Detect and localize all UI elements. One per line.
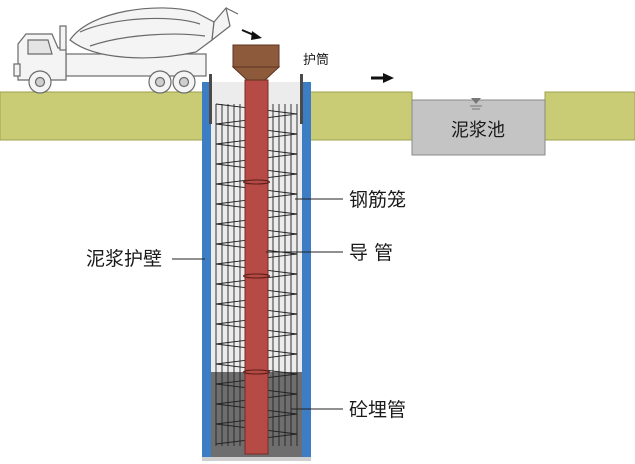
casing-right [300, 74, 303, 124]
casing-left [209, 74, 212, 124]
ground-layer [0, 91, 635, 141]
ground-middle [305, 91, 413, 141]
hopper [231, 44, 281, 81]
casing-label: 护筒 [303, 52, 329, 68]
hopper-funnel [231, 66, 281, 81]
slurry-pit-label: 泥浆池 [451, 120, 505, 141]
rebar-cage-label: 钢筋笼 [349, 189, 406, 211]
hole-bottom [202, 457, 311, 461]
leader-lines [172, 198, 343, 410]
pour-arrow-icon [241, 29, 262, 40]
concrete-mixer-truck-icon [13, 6, 239, 94]
tremie-label: 导 管 [349, 242, 393, 264]
rebar-cage [215, 103, 298, 446]
ground-right [544, 91, 635, 141]
concrete-pipe-label: 砼埋管 [349, 399, 406, 421]
hopper-top [232, 44, 280, 68]
tremie-pipe [243, 79, 270, 455]
slurry-wall-right [302, 82, 311, 457]
slurry-wall-label: 泥浆护壁 [86, 248, 162, 270]
right-arrow-icon [371, 73, 394, 83]
slurry-pit: 泥浆池 [411, 98, 546, 156]
rebar-spiral [215, 103, 298, 445]
tremie-pipe-body [244, 79, 269, 455]
slurry-wall-left [202, 82, 211, 457]
casing [209, 74, 303, 124]
water-level-icon [470, 98, 482, 110]
ground-left [0, 91, 207, 141]
